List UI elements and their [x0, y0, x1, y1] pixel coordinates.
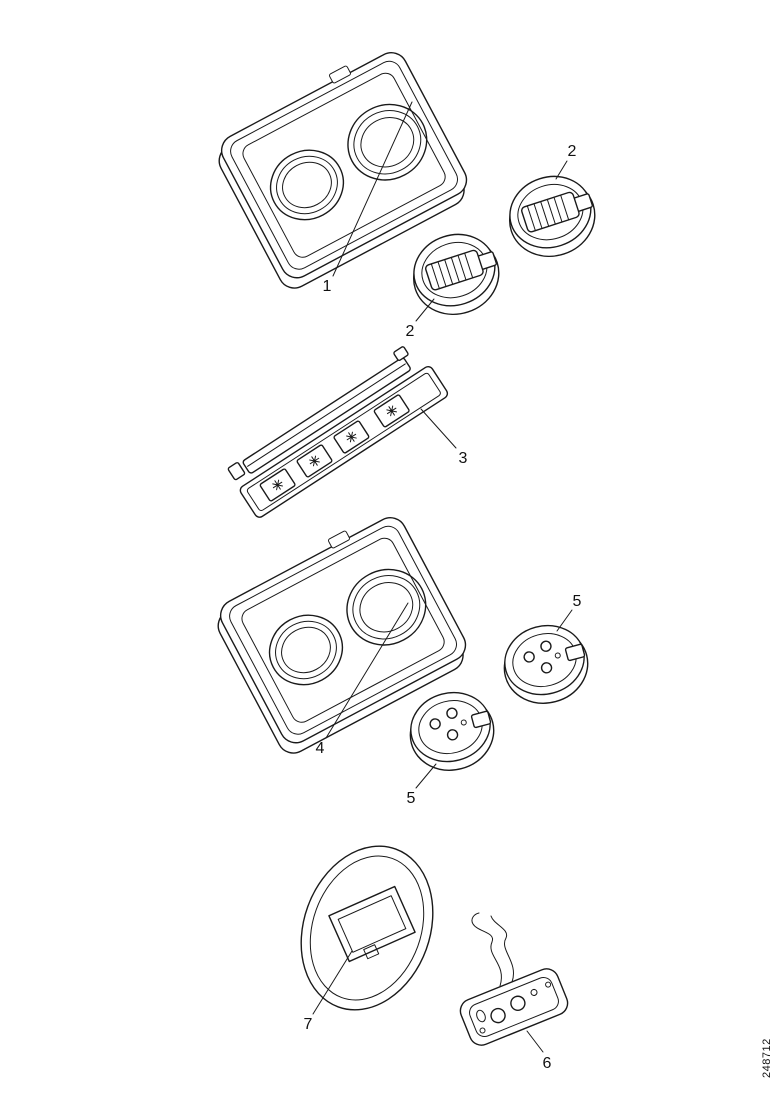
callout-panel-top: 1 — [323, 278, 332, 295]
knob-face-hole — [540, 640, 552, 652]
right-knob-opening — [347, 103, 428, 181]
button-glyphs — [272, 405, 398, 491]
callout-panel-bottom: 4 — [316, 740, 325, 757]
switch-button — [510, 995, 526, 1011]
panel-inner-rim — [230, 60, 459, 270]
panel-outer-frame — [220, 52, 468, 279]
switch-button — [490, 1007, 506, 1024]
knob-face-hole — [446, 729, 459, 741]
switch-slot — [476, 1009, 486, 1023]
knob-bottom-left-illustration — [409, 691, 495, 771]
callout-knob-top-right: 2 — [568, 143, 577, 160]
right-knob-opening — [346, 568, 427, 646]
strip-button — [259, 468, 296, 502]
knob-top-right-illustration — [508, 175, 596, 258]
knob-grip-bar — [521, 191, 580, 233]
left-knob-opening — [269, 149, 345, 221]
leader-lines — [312, 101, 573, 1053]
leader-3 — [420, 408, 457, 449]
callout-button-strip: 3 — [459, 450, 468, 467]
leader-2b — [415, 298, 435, 322]
oval-outer-ring — [300, 845, 434, 1011]
bottom-panel-bezel-illustration — [217, 517, 467, 754]
knob-grip-ribs — [430, 252, 474, 290]
leader-4 — [325, 602, 409, 739]
knob-grip-bar — [425, 249, 484, 291]
callout-oval-bezel: 7 — [304, 1016, 313, 1033]
bezel-opening — [328, 885, 416, 963]
knob-face-hole — [540, 662, 553, 674]
bezel-notch — [363, 944, 380, 960]
callout-knob-top-left: 2 — [406, 323, 415, 340]
leader-1 — [332, 101, 413, 277]
strip-clip-left — [227, 462, 246, 481]
strip-face — [246, 372, 441, 512]
switch-led — [530, 988, 538, 996]
callout-switch-assembly: 6 — [543, 1055, 552, 1072]
knob-face-hole — [429, 718, 441, 730]
strip-back-rail — [242, 357, 411, 474]
panel-face-recess — [241, 537, 445, 723]
leader-2a — [555, 160, 568, 180]
oval-bezel-illustration — [300, 845, 434, 1011]
strip-button — [333, 420, 370, 454]
wire — [471, 912, 502, 987]
callout-knob-bottom-left: 5 — [407, 790, 416, 807]
knob-bottom-right-illustration — [503, 624, 589, 704]
panel-face-recess — [242, 72, 446, 258]
strip-body — [239, 365, 449, 518]
panel-outer-frame — [219, 517, 467, 744]
callout-labels: 1 2 2 3 4 5 5 6 7 — [304, 143, 582, 1072]
strip-button — [296, 444, 333, 478]
top-panel-bezel-illustration — [218, 52, 468, 289]
knob-pointer-tab — [564, 643, 586, 662]
leader-5b — [415, 763, 437, 789]
switch-plate — [459, 968, 569, 1046]
wire — [490, 915, 514, 983]
knob-face-hole — [523, 651, 535, 663]
panel-inner-rim — [229, 525, 458, 735]
switch-assembly-illustration — [459, 912, 569, 1046]
screw — [545, 981, 552, 988]
button-strip-illustration — [227, 346, 449, 518]
switch-plate-face — [469, 976, 559, 1038]
knob-face-pin — [460, 719, 467, 726]
leader-6 — [526, 1030, 544, 1053]
strip-button — [373, 394, 410, 428]
knob-face-pin — [554, 652, 561, 659]
oval-inner-ring — [309, 855, 425, 1001]
knob-top-left-illustration — [412, 233, 500, 316]
knob-pointer-tab — [470, 710, 492, 729]
callout-knob-bottom-right: 5 — [573, 593, 582, 610]
bezel-opening-inner — [337, 895, 407, 953]
mounting-clip — [329, 65, 351, 84]
leader-7 — [312, 950, 353, 1015]
screw — [479, 1027, 486, 1034]
left-knob-opening — [268, 614, 344, 686]
knob-grip-ribs — [526, 194, 570, 232]
figure-number: 248712 — [761, 1038, 773, 1078]
leader-5a — [556, 609, 573, 632]
knob-face-hole — [446, 707, 458, 719]
strip-clip-right — [393, 346, 409, 361]
mounting-clip — [328, 530, 350, 549]
